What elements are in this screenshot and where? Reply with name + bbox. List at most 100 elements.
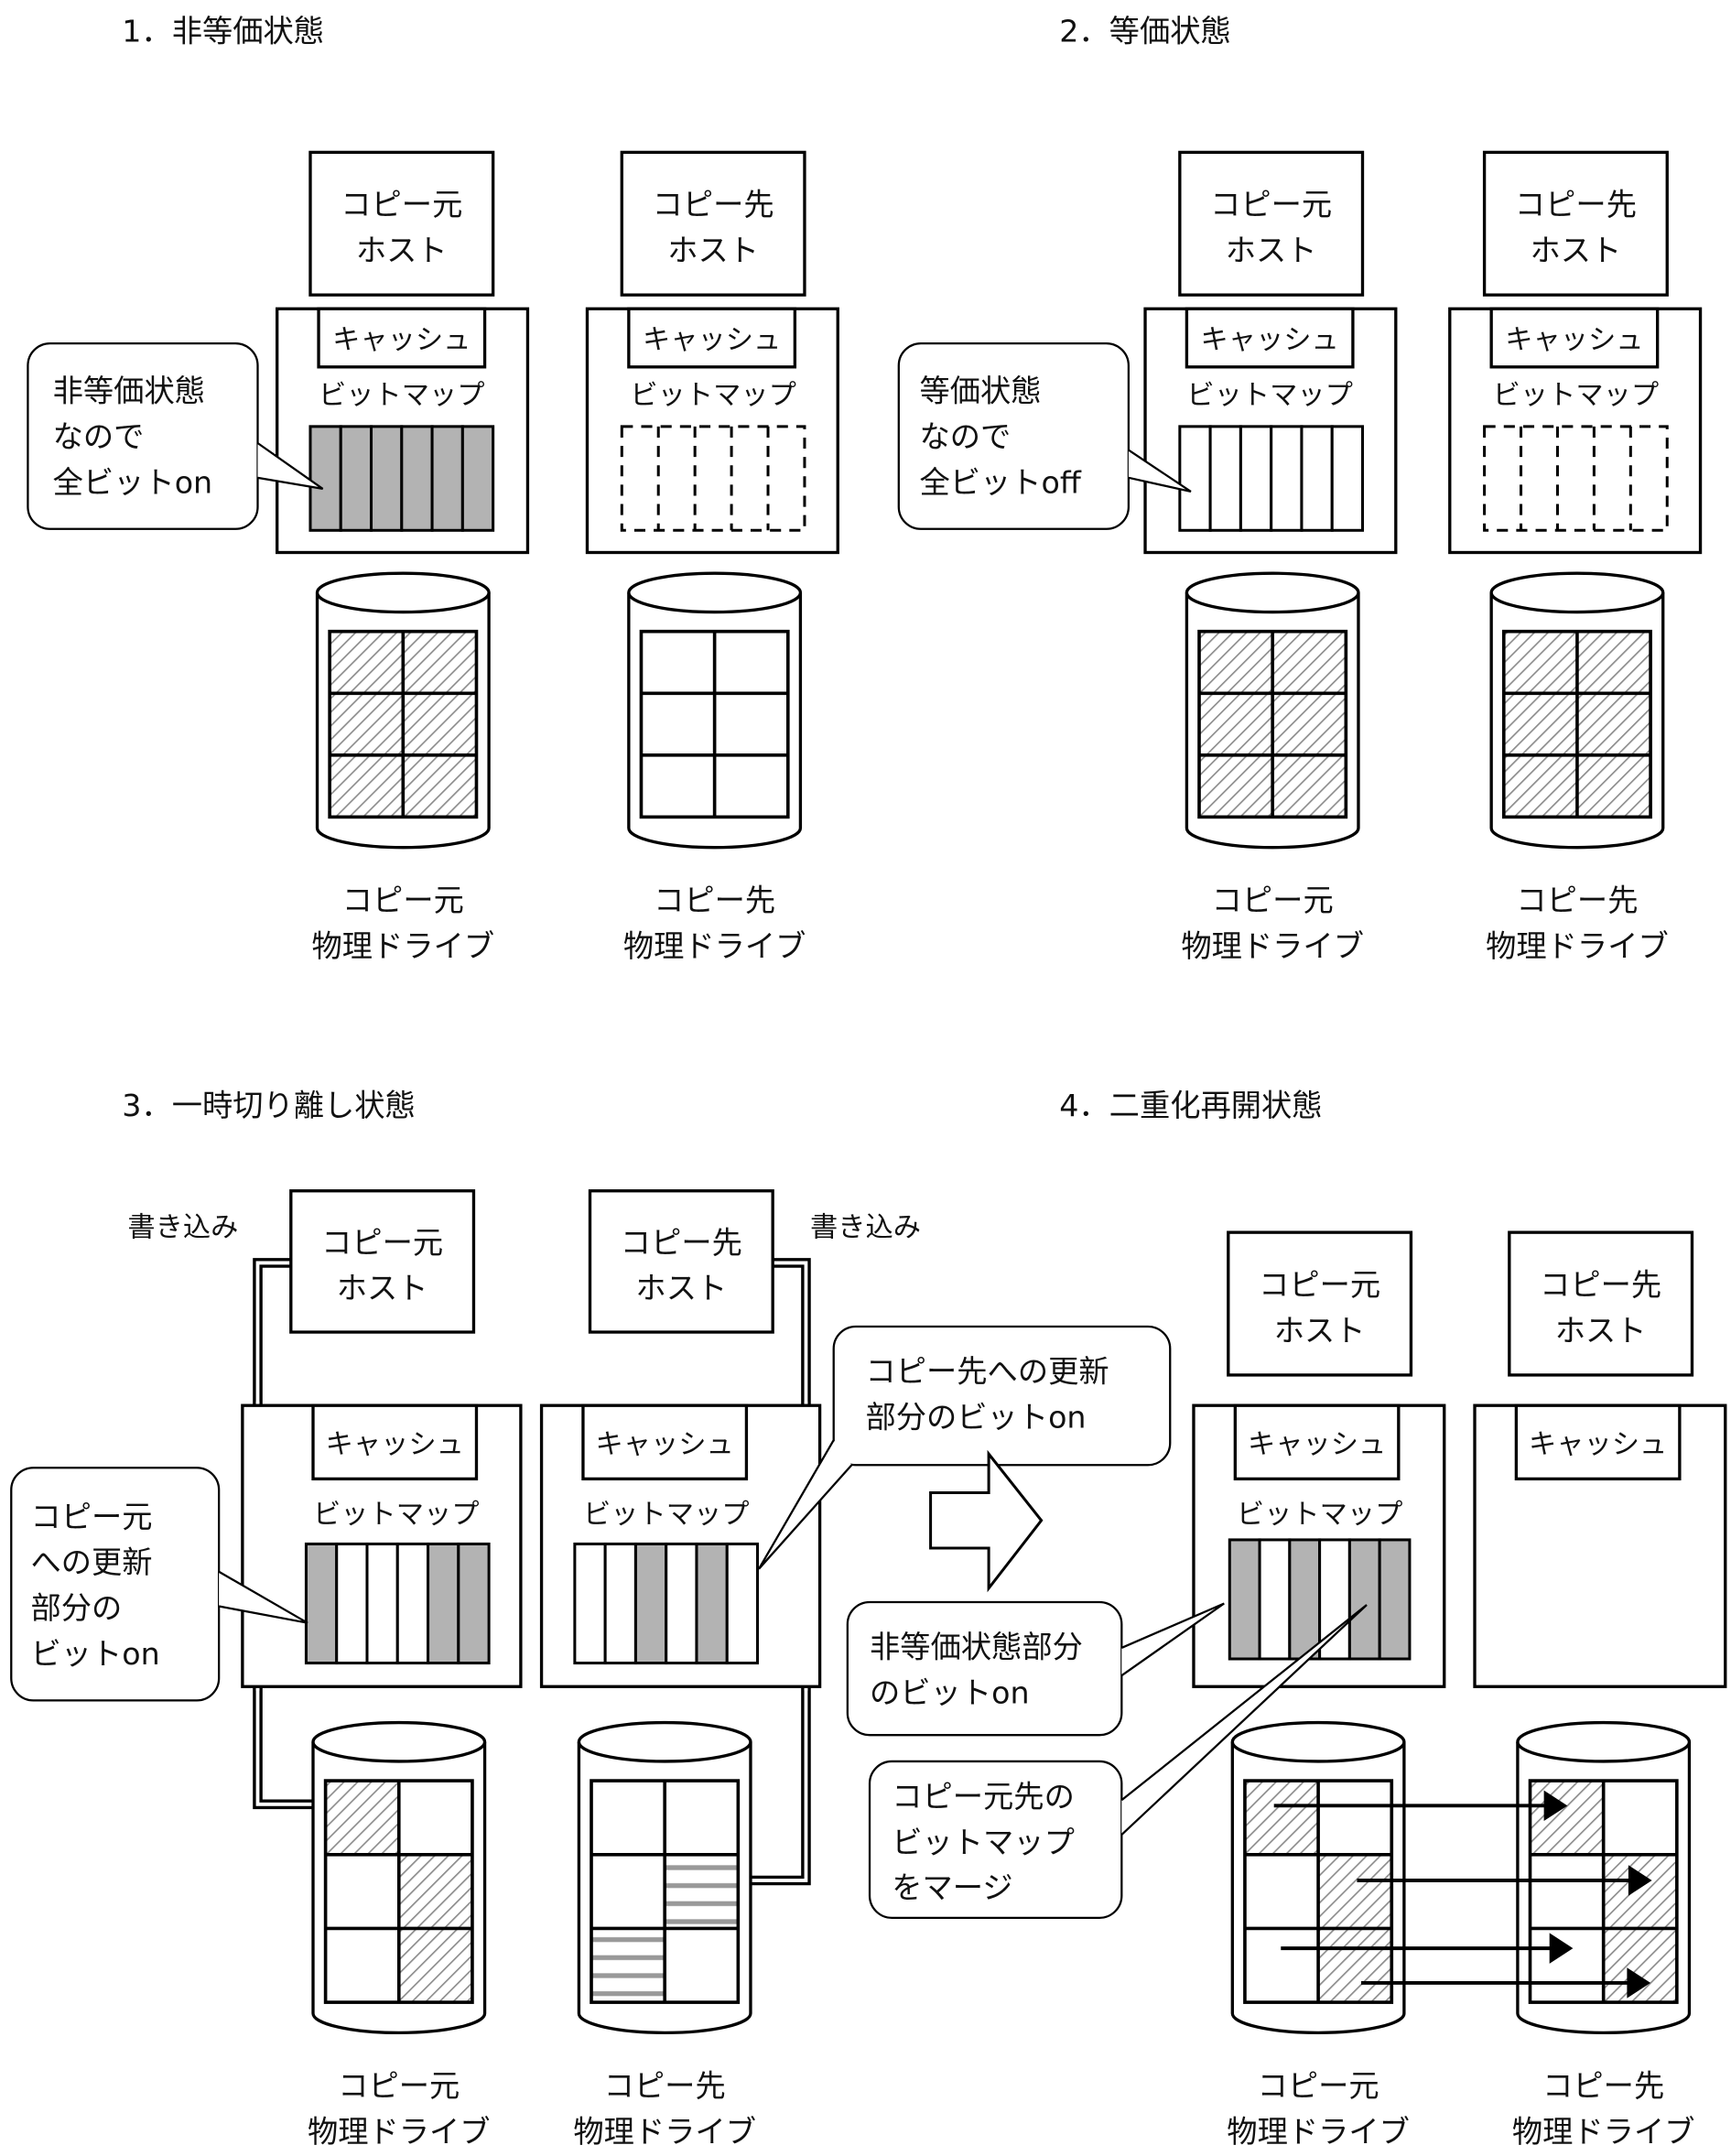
p3-dst-drive-label-line: 物理ドライブ [573,2114,756,2150]
block-hatch [1503,693,1577,755]
p4-dst-host-frame [1508,1230,1694,1377]
p2-dst-host-frame [1482,150,1669,297]
block-empty [591,1781,665,1855]
merge-arrow-head [1549,1933,1574,1964]
p1-callout-text-line: 全ビットon [53,464,212,500]
p1-callout-bubble [27,341,259,530]
bit-on [1228,1538,1261,1661]
block-hatch [1244,1781,1319,1855]
panel-4-title: 4．二重化再開状態 [1059,1088,1322,1123]
bit-off [1330,425,1365,532]
p2-src-host-label-line: コピー元 [1210,187,1332,222]
block-hatch [403,693,477,755]
p2-src-host-label-line: ホスト [1226,233,1317,268]
p3-callout-src-text-line: 部分の [30,1590,122,1626]
block-hatch [1603,1854,1677,1929]
p4-src-host-label-line: コピー元 [1259,1267,1380,1303]
bit-off [1270,425,1304,532]
p4-dst-drive-top [1516,1720,1692,1763]
p4-callout-bits-bubble [846,1600,1123,1737]
p2-dst-drive-label-line: 物理ドライブ [1486,928,1669,964]
bit-on [1347,1538,1381,1661]
block-hatch [1576,754,1651,818]
block-empty [325,1854,399,1929]
p1-dst-host-label-line: ホスト [667,233,759,268]
p4-src-cache-cache-label: キャッシュ [1248,1428,1386,1460]
p3-src-host-label-line: ホスト [337,1271,428,1306]
block-empty [325,1928,399,2003]
block-hatch [1272,693,1347,755]
p3-callout-src-text-line: への更新 [30,1544,152,1580]
block-hatch [330,693,404,755]
p2-src-bitmap [1178,425,1365,532]
p2-dst-cache-cache-box [1489,307,1660,369]
p2-callout-bubble [897,341,1131,530]
p1-dst-drive-label-line: コピー先 [654,883,775,918]
p1-dst-bitmap [620,425,806,532]
p4-merge-arrows [1273,1790,1652,1999]
block-empty [665,1781,739,1855]
block-hatch [403,631,477,694]
p4-src-bitmap [1228,1538,1412,1661]
block-hatch [1576,693,1651,755]
bit-off [1258,1538,1292,1661]
bit-off [395,1542,430,1665]
p3-dst-drive-label-line: コピー先 [604,2068,726,2104]
p3-write-label-dst: 書き込み [810,1212,921,1244]
p4-dst-cache-cache-box [1514,1403,1682,1481]
p3-src-cache-cache-label: キャッシュ [326,1428,464,1460]
p1-callout-pointer [256,442,324,491]
p1-src-host-label-line: コピー元 [341,187,462,222]
merge-arrow-head [1628,1865,1652,1896]
p1-dst-drive-label-line: 物理ドライブ [623,928,806,964]
bit-off [725,1542,760,1665]
p4-src-drive-label-line: 物理ドライブ [1227,2114,1410,2150]
block-empty [1318,1781,1392,1855]
p3-dst-cache-cache-label: キャッシュ [596,1428,734,1460]
bit-off [1239,425,1273,532]
p4-dst-host-label-line: コピー先 [1540,1267,1661,1303]
p1-src-cache-cache-label: キャッシュ [332,324,471,356]
block-hatch [1199,754,1273,818]
block-empty [1530,1928,1604,2003]
p1-src-drive-top [315,571,491,614]
bit-on [304,1542,339,1665]
bit-off [1208,425,1242,532]
p4-callout-bits-text-line: 非等価状態部分 [870,1629,1083,1664]
p3-callout-dst-pointer-fill [759,1440,852,1569]
bit-on [1378,1538,1412,1661]
panel-3-title: 3．一時切り離し状態 [122,1088,416,1123]
p4-src-host-label-line: ホスト [1274,1313,1366,1349]
p1-src-bitmap [308,425,495,532]
bit-on [633,1542,668,1665]
p3-dst-host-label-line: コピー先 [621,1225,742,1261]
p4-dst-drive-label-line: コピー先 [1542,2068,1664,2104]
